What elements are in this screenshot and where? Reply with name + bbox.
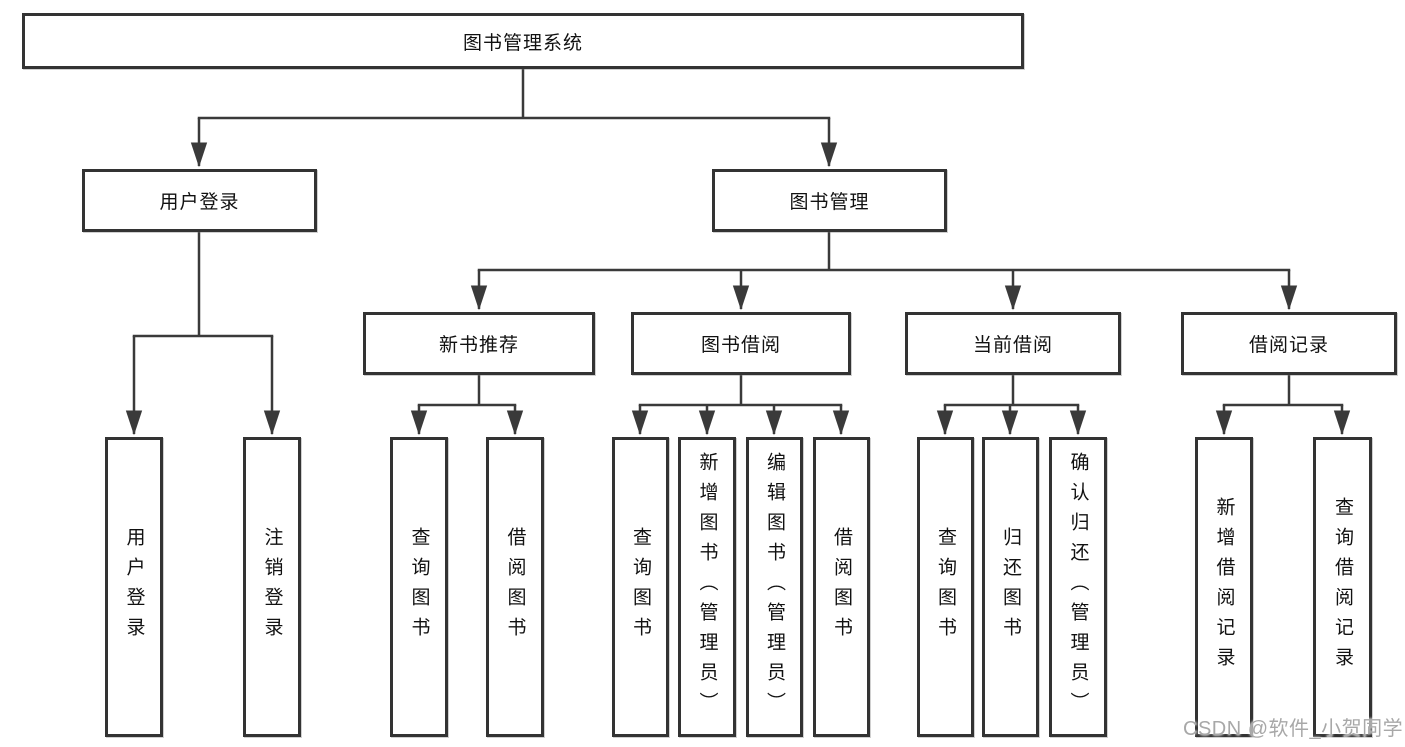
leaf-borrow-books-recommend: 借阅图书	[486, 437, 544, 737]
node-borrowing-records: 借阅记录	[1181, 312, 1397, 375]
leaf-label: 借阅图书	[504, 527, 526, 647]
leaf-label: 归还图书	[1000, 527, 1021, 647]
leaf-label: 新增借阅记录	[1213, 497, 1235, 677]
leaf-return-books: 归还图书	[982, 437, 1039, 737]
leaf-label: 借阅图书	[831, 527, 852, 647]
leaf-label: 用户登录	[123, 527, 145, 647]
leaf-borrow-books-borrowing: 借阅图书	[813, 437, 870, 737]
leaf-user-login: 用户登录	[105, 437, 163, 737]
node-label: 新书推荐	[438, 335, 519, 356]
node-book-borrowing: 图书借阅	[631, 312, 851, 375]
leaf-label: 查询图书	[408, 527, 430, 647]
leaf-query-books-borrowing: 查询图书	[612, 437, 669, 737]
leaf-add-books-admin: 新增图书（管理员）	[678, 437, 736, 737]
leaf-label: 注销登录	[261, 527, 283, 647]
leaf-label: 查询借阅记录	[1332, 497, 1353, 677]
leaf-query-borrow-record: 查询借阅记录	[1313, 437, 1372, 737]
node-new-book-recommendation: 新书推荐	[363, 312, 595, 375]
node-label: 当前借阅	[972, 335, 1053, 356]
node-label: 借阅记录	[1248, 335, 1329, 356]
node-book-management: 图书管理	[712, 169, 947, 232]
leaf-query-books-recommend: 查询图书	[390, 437, 448, 737]
leaf-add-borrow-record: 新增借阅记录	[1195, 437, 1253, 737]
node-root: 图书管理系统	[22, 13, 1024, 69]
leaf-edit-books-admin: 编辑图书（管理员）	[746, 437, 803, 737]
node-label: 图书借阅	[700, 335, 781, 356]
leaf-label: 编辑图书（管理员）	[764, 452, 785, 722]
leaf-label: 查询图书	[630, 527, 651, 647]
node-label: 图书管理系统	[462, 32, 583, 54]
leaf-label: 查询图书	[935, 527, 956, 647]
node-label: 图书管理	[789, 192, 870, 213]
csdn-watermark: CSDN @软件_小贺同学	[1183, 718, 1404, 740]
node-user-login: 用户登录	[82, 169, 317, 232]
leaf-confirm-return-admin: 确认归还（管理员）	[1049, 437, 1107, 737]
leaf-query-books-current: 查询图书	[917, 437, 974, 737]
node-current-borrowing: 当前借阅	[905, 312, 1121, 375]
leaf-label: 确认归还（管理员）	[1067, 452, 1089, 722]
leaf-logout-login: 注销登录	[243, 437, 301, 737]
node-label: 用户登录	[159, 192, 240, 213]
leaf-label: 新增图书（管理员）	[696, 452, 718, 722]
